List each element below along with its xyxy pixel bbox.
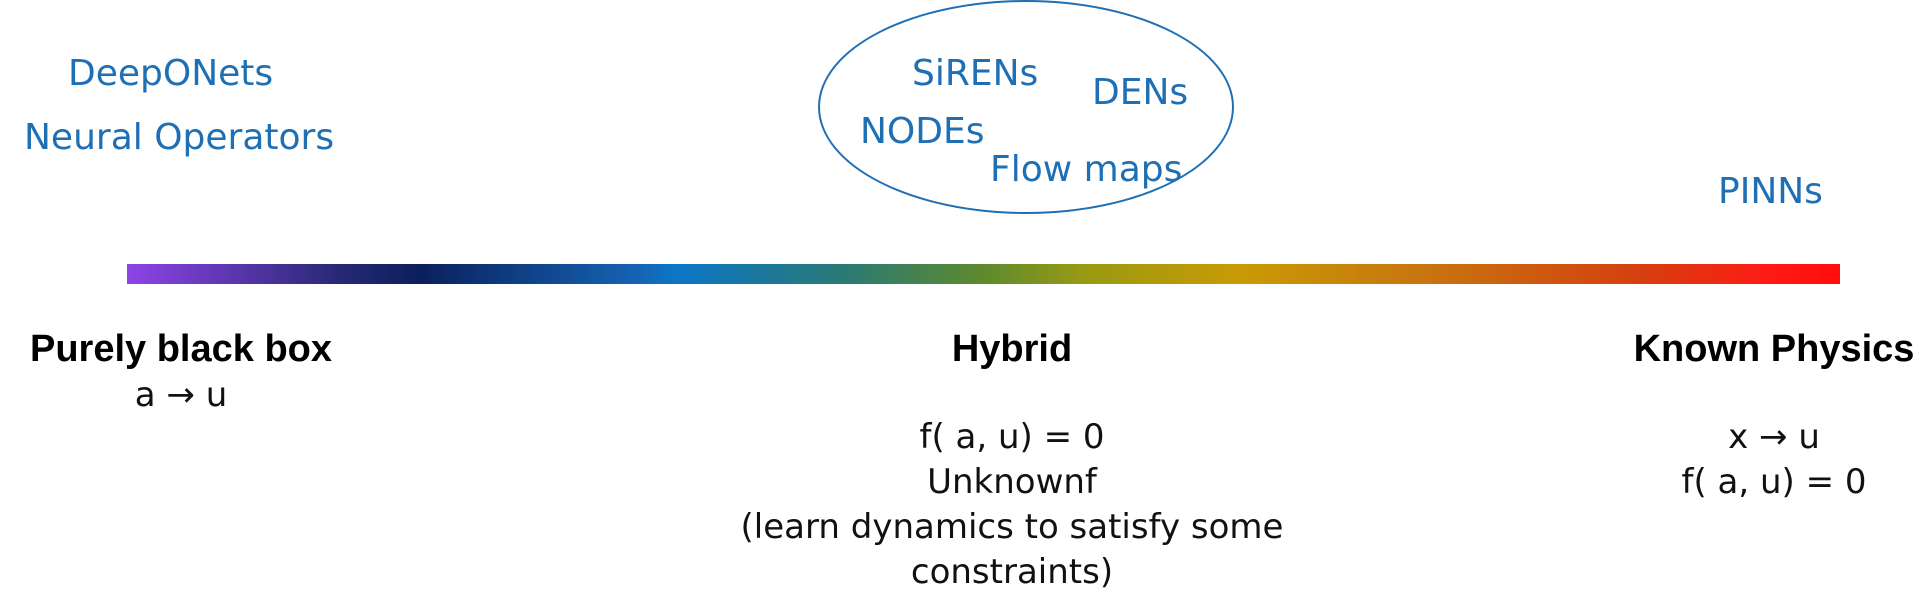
heading-purely-black-box: Purely black box (29, 328, 333, 370)
desc-hybrid-line: constraints) (910, 552, 1114, 592)
hybrid-cluster-ellipse (818, 0, 1234, 214)
desc-known-physics-line: x → u (1728, 417, 1820, 457)
heading-hybrid: Hybrid (951, 328, 1073, 370)
method-nodes: NODEs (860, 111, 985, 152)
method-deeponets: DeepONets (68, 53, 274, 94)
desc-hybrid-line: (learn dynamics to satisfy some (740, 507, 1284, 547)
method-sirens: SiRENs (912, 53, 1039, 94)
desc-black-box: a → u (135, 373, 228, 418)
desc-hybrid-line: f( a, u) = 0 (919, 417, 1105, 457)
spectrum-gradient-bar (127, 264, 1840, 284)
desc-hybrid-line: Unknownf (927, 462, 1097, 502)
desc-known-physics: x → u f( a, u) = 0 (1681, 415, 1866, 505)
method-neural-operators: Neural Operators (24, 117, 335, 158)
desc-known-physics-line: f( a, u) = 0 (1681, 462, 1867, 502)
heading-known-physics: Known Physics (1633, 328, 1915, 370)
method-pinns: PINNs (1718, 171, 1823, 212)
desc-hybrid: f( a, u) = 0 Unknownf (learn dynamics to… (741, 415, 1284, 595)
method-dens: DENs (1092, 72, 1189, 113)
method-flow-maps: Flow maps (990, 149, 1183, 190)
desc-black-box-line: a → u (134, 375, 228, 415)
